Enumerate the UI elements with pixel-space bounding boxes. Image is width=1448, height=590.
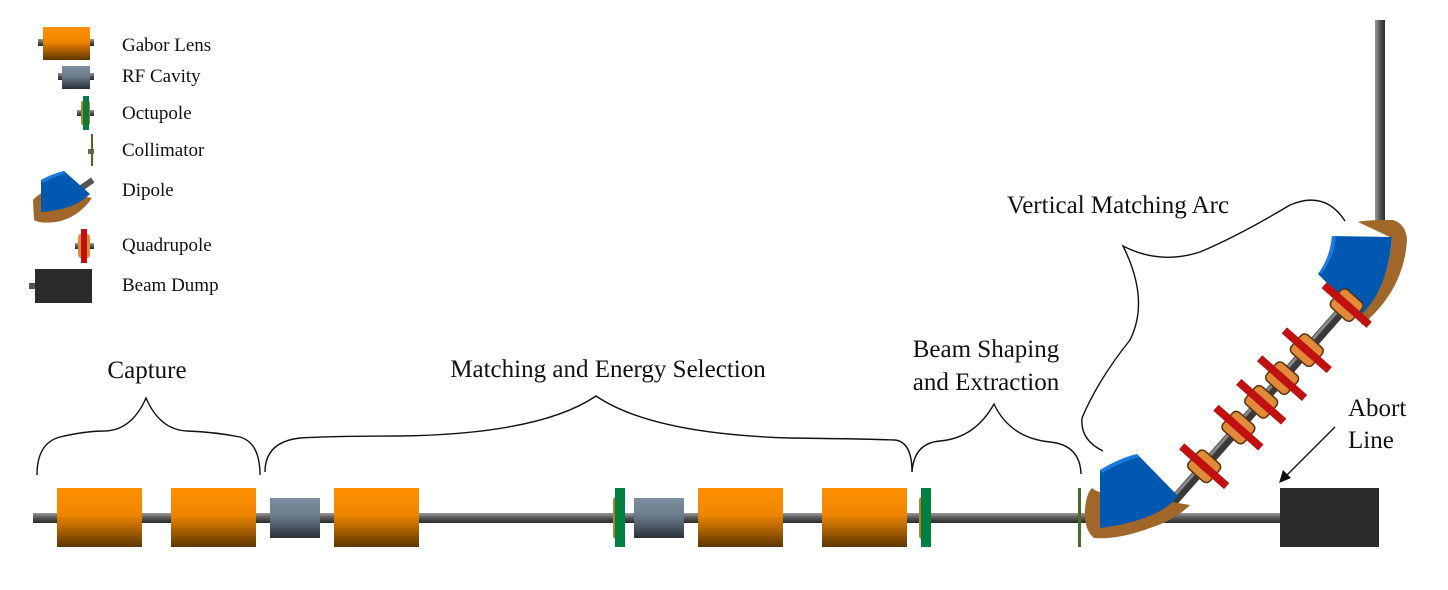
quadrupole [1256,355,1308,402]
legend-dipole-icon [33,171,95,223]
vertical-arc-brace [1081,199,1346,452]
legend: Gabor Lens RF Cavity Octupole Collimator… [29,27,219,303]
matching-brace [264,395,913,473]
gabor-lens [698,488,783,547]
legend-collimator-icon [88,134,94,166]
legend-rf-cavity-icon [58,66,94,89]
section-label-matching: Matching and Energy Selection [450,356,766,383]
vertical-beam-pipe [1375,20,1385,225]
shaping-brace [911,402,1082,475]
collimator [1078,488,1081,547]
quadrupole [1236,378,1287,425]
legend-label-octupole: Octupole [122,103,192,124]
dipole-upper [1318,220,1407,325]
legend-label-quadrupole: Quadrupole [122,235,212,256]
capture-brace [36,396,261,476]
octupole [613,488,625,547]
vertical-arc [1084,20,1407,539]
legend-octupole-icon [77,96,94,130]
legend-label-rf-cavity: RF Cavity [122,66,201,87]
abort-arrow-icon [1279,426,1336,483]
quadrupole-group [1179,282,1372,490]
gabor-lens [822,488,907,547]
beam-dump [1280,488,1379,547]
legend-label-beam-dump: Beam Dump [122,275,219,296]
dipole-lower [1084,454,1190,539]
gabor-lens [334,488,419,547]
section-label-shaping-line1: Beam Shaping [913,336,1060,363]
section-label-shaping-line2: and Extraction [913,369,1060,396]
main-beamline [33,488,1379,547]
quadrupole [1213,404,1264,451]
section-label-abort-line1: Abort [1348,395,1406,422]
legend-label-gabor-lens: Gabor Lens [122,35,211,56]
legend-beam-dump-icon [29,269,92,303]
rf-cavity [634,498,684,538]
legend-quadrupole-icon [75,229,94,263]
quadrupole [1179,443,1230,490]
section-label-capture: Capture [107,357,186,384]
rf-cavity [270,498,320,538]
legend-gabor-lens-icon [38,27,94,60]
legend-label-collimator: Collimator [122,140,205,161]
section-label-vertical-arc: Vertical Matching Arc [1007,192,1229,219]
octupole [919,488,931,547]
legend-label-dipole: Dipole [122,180,174,201]
gabor-lens [57,488,142,547]
section-label-abort-line2: Line [1348,427,1394,454]
quadrupole [1321,282,1372,328]
gabor-lens [171,488,256,547]
quadrupole [1281,327,1332,374]
